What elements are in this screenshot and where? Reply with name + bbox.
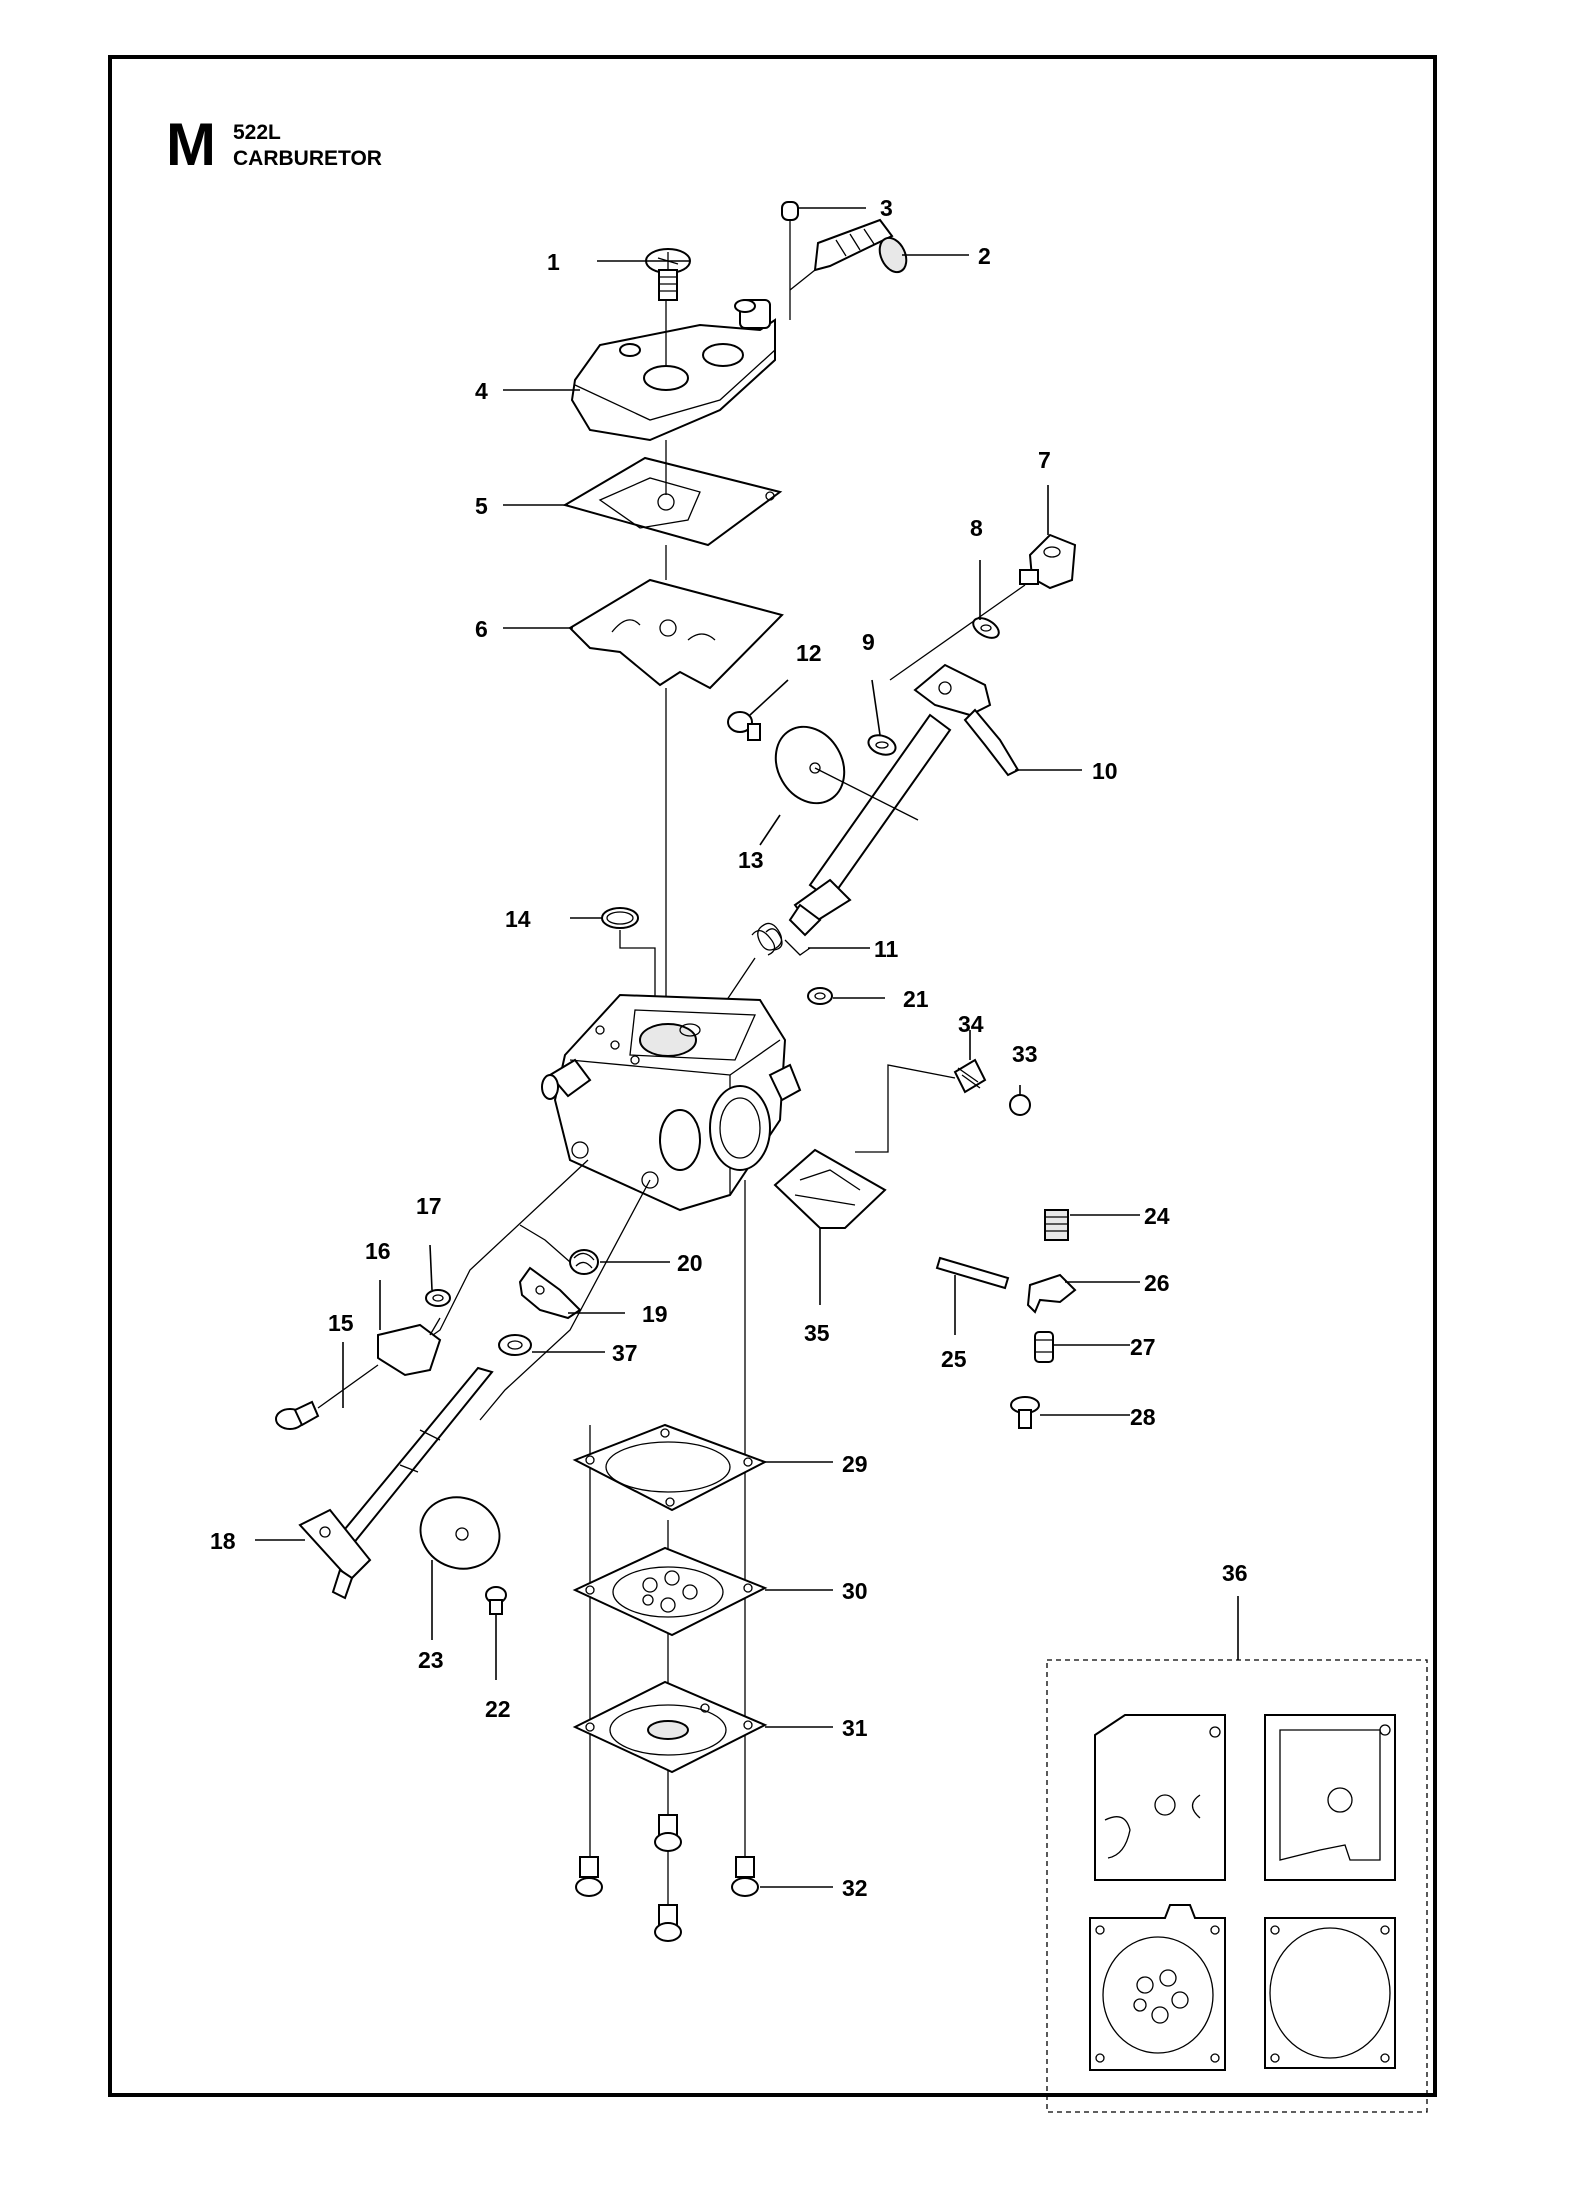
axis-34 (855, 1064, 956, 1153)
part-6-diaphragm (568, 578, 784, 690)
callout-24: 24 (1144, 1203, 1170, 1229)
part-13-throttle-valve (774, 725, 846, 805)
part-1-screw (645, 248, 691, 301)
kit-pump-gasket (1264, 1917, 1396, 2069)
callout-33: 33 (1012, 1041, 1038, 1067)
kit-diaphragm (1094, 1714, 1226, 1881)
part-28-screw (1010, 1396, 1040, 1429)
callout-4: 4 (475, 378, 488, 404)
diagram-title: CARBURETOR (233, 147, 382, 170)
part-17-clip (425, 1289, 451, 1307)
callout-10: 10 (1092, 758, 1118, 784)
callout-1: 1 (547, 249, 560, 275)
callout-9: 9 (862, 629, 875, 655)
part-7-fitting (1019, 533, 1077, 590)
carburetor-body (541, 993, 802, 1212)
part-12-screw (727, 711, 761, 741)
part-35-screen (773, 1148, 887, 1229)
leader-17 (429, 1244, 433, 1291)
part-19-lever (518, 1266, 582, 1320)
part-29-gasket (572, 1423, 768, 1512)
part-16-lever (377, 1317, 442, 1377)
callout-7: 7 (1038, 447, 1051, 473)
part-9-clip (867, 734, 897, 756)
callout-3: 3 (880, 195, 893, 221)
part-21-clip (807, 987, 833, 1005)
callout-27: 27 (1130, 1334, 1156, 1360)
callout-2: 2 (978, 243, 991, 269)
section-letter: M (166, 111, 216, 178)
part-36-kit-box (1046, 1659, 1428, 2113)
callout-29: 29 (842, 1451, 868, 1477)
callout-28: 28 (1130, 1404, 1156, 1430)
part-22-screw (485, 1586, 507, 1615)
axis-15 (317, 1364, 379, 1409)
callout-12: 12 (796, 640, 822, 666)
part-31-cover (572, 1680, 768, 1774)
callout-31: 31 (842, 1715, 868, 1741)
callout-11: 11 (874, 936, 899, 962)
part-20-spring (519, 1224, 599, 1275)
axis-13 (814, 767, 919, 821)
part-30-diaphragm (572, 1546, 768, 1637)
callout-30: 30 (842, 1578, 868, 1604)
callout-21: 21 (903, 986, 929, 1012)
callout-26: 26 (1144, 1270, 1170, 1296)
part-4-cover (570, 299, 776, 442)
part-37-washer (498, 1334, 532, 1356)
callout-36: 36 (1222, 1560, 1248, 1586)
callout-32: 32 (842, 1875, 868, 1901)
callout-6: 6 (475, 616, 488, 642)
callout-20: 20 (677, 1250, 703, 1276)
callout-17: 17 (416, 1193, 442, 1219)
leader-9 (871, 679, 881, 736)
callout-35: 35 (804, 1320, 830, 1346)
callout-13: 13 (738, 847, 764, 873)
callout-23: 23 (418, 1647, 444, 1673)
part-32-screws (575, 1814, 759, 1942)
part-11-spring (751, 922, 811, 956)
axis-20 (479, 1179, 651, 1421)
part-18-choke-shaft (298, 1366, 494, 1600)
leader-13 (759, 814, 781, 846)
part-33-ball (1009, 1094, 1031, 1116)
part-24-spring (1044, 1209, 1069, 1241)
part-25-pin (935, 1256, 1010, 1290)
kit-pump-diaphragm (1089, 1904, 1226, 2071)
part-10-throttle-shaft (788, 663, 1020, 937)
part-26-lever (1026, 1273, 1077, 1314)
part-14-oring (601, 907, 639, 929)
callout-14: 14 (505, 906, 531, 932)
part-8-washer (972, 617, 1000, 639)
part-15-screw (275, 1400, 320, 1430)
callout-5: 5 (475, 493, 488, 519)
axis-7 (889, 584, 1026, 681)
callout-22: 22 (485, 1696, 511, 1722)
callout-34: 34 (958, 1011, 984, 1037)
callout-16: 16 (365, 1238, 391, 1264)
diagram-frame (108, 55, 1437, 2097)
callout-8: 8 (970, 515, 983, 541)
callout-25: 25 (941, 1346, 967, 1372)
kit-gasket (1264, 1714, 1396, 1881)
part-5-gasket (562, 456, 783, 547)
part-34-screw (953, 1058, 987, 1094)
callout-19: 19 (642, 1301, 668, 1327)
part-2-needle (789, 218, 908, 291)
part-23-choke-valve (419, 1496, 501, 1570)
callout-18: 18 (210, 1528, 236, 1554)
part-27-needle-valve (1034, 1331, 1054, 1363)
part-3-cap (781, 201, 799, 221)
leader-12 (749, 679, 789, 716)
model-name: 522L (233, 121, 281, 144)
callout-15: 15 (328, 1310, 354, 1336)
callout-37: 37 (612, 1340, 638, 1366)
